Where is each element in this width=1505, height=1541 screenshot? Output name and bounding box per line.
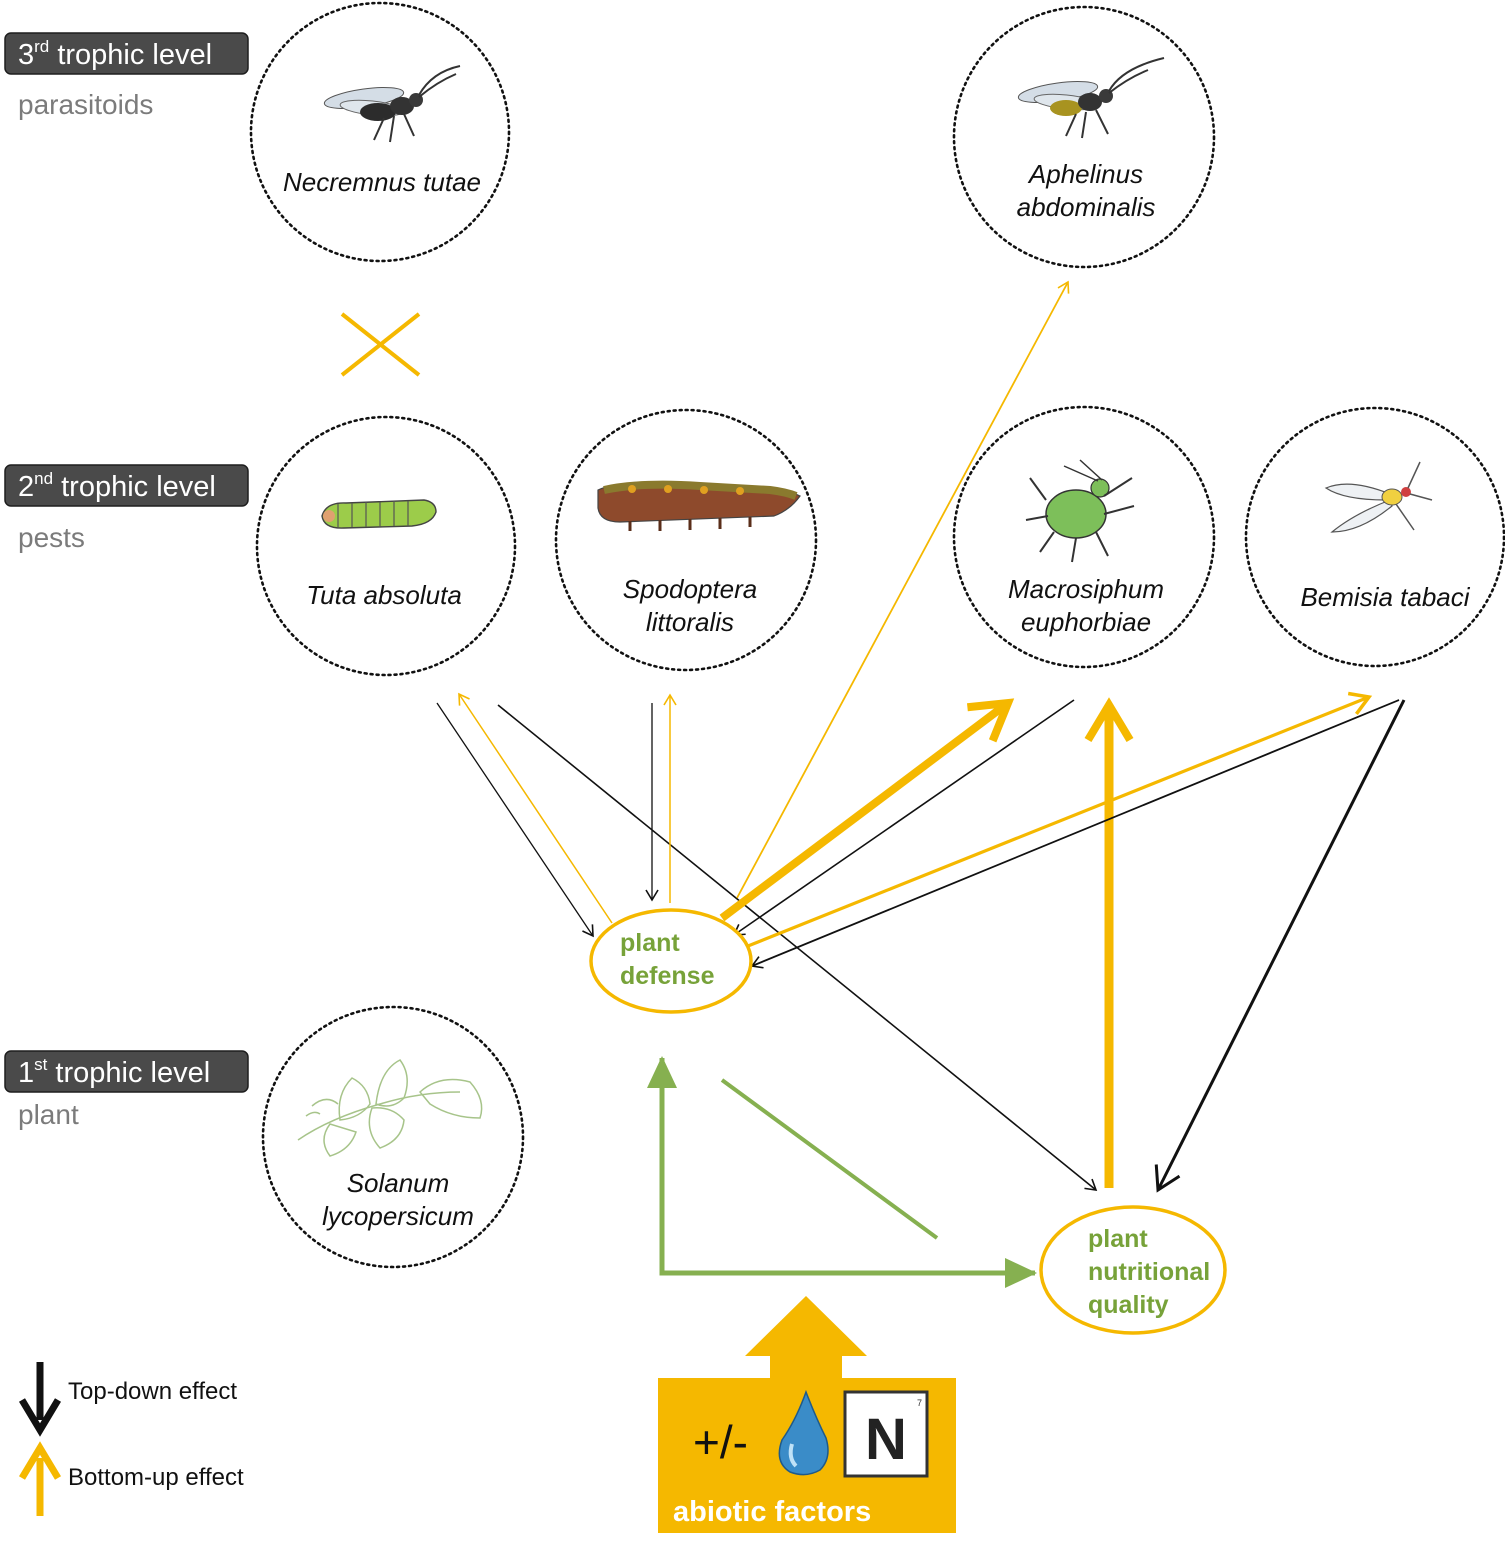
species-circle bbox=[554, 408, 818, 672]
aphid-illustration bbox=[1025, 459, 1135, 563]
trophic-level-3: 3rd trophic level parasitoids bbox=[4, 32, 249, 120]
whitefly-illustration bbox=[1324, 461, 1433, 533]
arrow-plant-to-defense-and-nutrition bbox=[647, 1056, 1004, 1276]
legend-top-down: Top-down effect bbox=[18, 1362, 237, 1437]
arrow-plant-defense-to-macrosiphum bbox=[719, 698, 1015, 922]
species-circle bbox=[1244, 406, 1505, 668]
arrow-plant-defense-to-tuta bbox=[458, 692, 613, 924]
species-macrosiphum-euphorbiae: Macrosiphum euphorbiae bbox=[952, 405, 1216, 669]
species-name: Spodoptera bbox=[623, 574, 757, 604]
species-spodoptera-littoralis: Spodoptera littoralis bbox=[554, 408, 818, 672]
water-drop-icon bbox=[778, 1389, 829, 1476]
node-oval bbox=[1039, 1205, 1227, 1335]
species-name: Tuta absoluta bbox=[306, 580, 462, 610]
level-label: 2nd trophic level bbox=[18, 469, 216, 503]
level-badge bbox=[4, 1050, 249, 1093]
abiotic-sign: +/- bbox=[693, 1416, 748, 1468]
legend-bottom-up: Bottom-up effect bbox=[18, 1441, 244, 1516]
abiotic-up-arrow bbox=[745, 1296, 867, 1380]
species-name: lycopersicum bbox=[322, 1201, 474, 1231]
abiotic-label: abiotic factors bbox=[673, 1496, 871, 1528]
species-necremnus-tutae: Necremnus tutae bbox=[249, 1, 511, 263]
node-plant-defense: plant defense bbox=[589, 908, 753, 1014]
caterpillar-illustration bbox=[321, 499, 437, 529]
species-bemisia-tabaci: Bemisia tabaci bbox=[1244, 406, 1505, 668]
species-name: Macrosiphum bbox=[1008, 574, 1164, 604]
node-label: quality bbox=[1088, 1291, 1169, 1319]
level-badge bbox=[4, 464, 249, 507]
arrow-macrosiphum-to-plant-defense bbox=[732, 699, 1075, 936]
species-tuta-absoluta: Tuta absoluta bbox=[255, 415, 517, 677]
level-group: plant bbox=[18, 1099, 79, 1130]
arrow-tuta-to-plant-defense bbox=[436, 702, 594, 938]
species-solanum-lycopersicum: Solanum lycopersicum bbox=[261, 1005, 525, 1269]
level-label: 3rd trophic level bbox=[18, 37, 212, 71]
node-plant-nutritional-quality: plant nutritional quality bbox=[1039, 1205, 1227, 1335]
legend: Top-down effect Bottom-up effect bbox=[18, 1362, 244, 1516]
trophic-level-1: 1st trophic level plant bbox=[4, 1050, 249, 1130]
arrow-bemisia-to-plant-defense bbox=[750, 699, 1400, 969]
node-label: defense bbox=[620, 962, 715, 990]
species-aphelinus-abdominalis: Aphelinus abdominalis bbox=[952, 5, 1216, 269]
species-name: euphorbiae bbox=[1021, 607, 1151, 637]
species-circle bbox=[255, 415, 517, 677]
no-interaction-cross bbox=[340, 312, 421, 377]
species-name: Aphelinus bbox=[1027, 159, 1143, 189]
species-circle bbox=[261, 1005, 525, 1269]
species-circle bbox=[249, 1, 511, 263]
node-label: plant bbox=[1088, 1225, 1148, 1253]
arrow-bemisia-to-plant-nutritional-quality bbox=[1154, 699, 1406, 1193]
species-name: littoralis bbox=[646, 607, 734, 637]
species-circle bbox=[952, 405, 1216, 669]
arrow-plant-defense-to-aphelinus bbox=[736, 280, 1070, 899]
element-symbol: N bbox=[865, 1407, 907, 1472]
caterpillar-illustration bbox=[597, 480, 801, 531]
species-name: Solanum bbox=[347, 1168, 450, 1198]
node-label: plant bbox=[620, 929, 680, 957]
legend-arrowhead-yellow bbox=[18, 1441, 62, 1480]
arrow-plant-defense-to-bemisia bbox=[747, 691, 1373, 948]
tomato-leaf-illustration bbox=[297, 1059, 483, 1157]
level-group: parasitoids bbox=[18, 89, 153, 120]
node-oval bbox=[589, 908, 753, 1014]
level-label: 1st trophic level bbox=[18, 1055, 210, 1089]
level-badge bbox=[4, 32, 249, 75]
link-defense-nutrition-tradeoff bbox=[720, 1078, 939, 1240]
nitrogen-element-icon: N 7 bbox=[843, 1390, 929, 1478]
species-name: Bemisia tabaci bbox=[1300, 582, 1470, 612]
trophic-level-2: 2nd trophic level pests bbox=[4, 464, 249, 553]
abiotic-factors: +/- N 7 abiotic factors bbox=[658, 1296, 956, 1533]
atomic-number: 7 bbox=[917, 1398, 922, 1408]
species-name: Necremnus tutae bbox=[283, 167, 481, 197]
legend-arrowhead-black bbox=[18, 1398, 62, 1437]
species-circle bbox=[952, 5, 1216, 269]
legend-label: Top-down effect bbox=[68, 1378, 237, 1405]
species-name: abdominalis bbox=[1017, 192, 1156, 222]
wasp-illustration bbox=[1017, 57, 1165, 139]
level-group: pests bbox=[18, 522, 85, 553]
wasp-illustration bbox=[323, 65, 461, 143]
legend-label: Bottom-up effect bbox=[68, 1464, 244, 1491]
node-label: nutritional bbox=[1088, 1258, 1210, 1286]
